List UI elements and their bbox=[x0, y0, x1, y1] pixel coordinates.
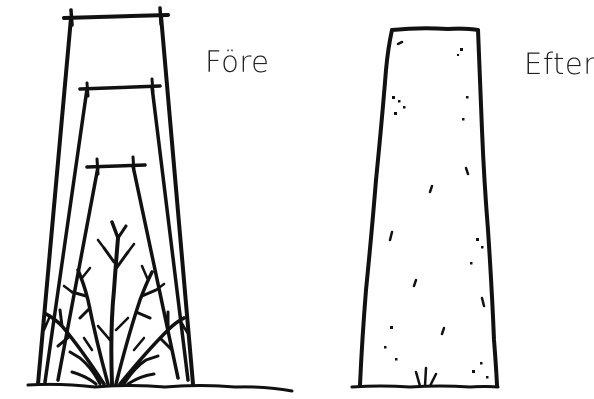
foliage-texture bbox=[384, 48, 489, 379]
after-drawing bbox=[352, 28, 498, 387]
before-ground-line bbox=[28, 384, 292, 391]
after-label: Efter bbox=[524, 50, 594, 79]
clipped-column-outline bbox=[360, 28, 497, 385]
grass-tuft bbox=[416, 368, 436, 386]
foliage-strokes bbox=[390, 42, 484, 334]
before-label: Före bbox=[205, 48, 270, 77]
